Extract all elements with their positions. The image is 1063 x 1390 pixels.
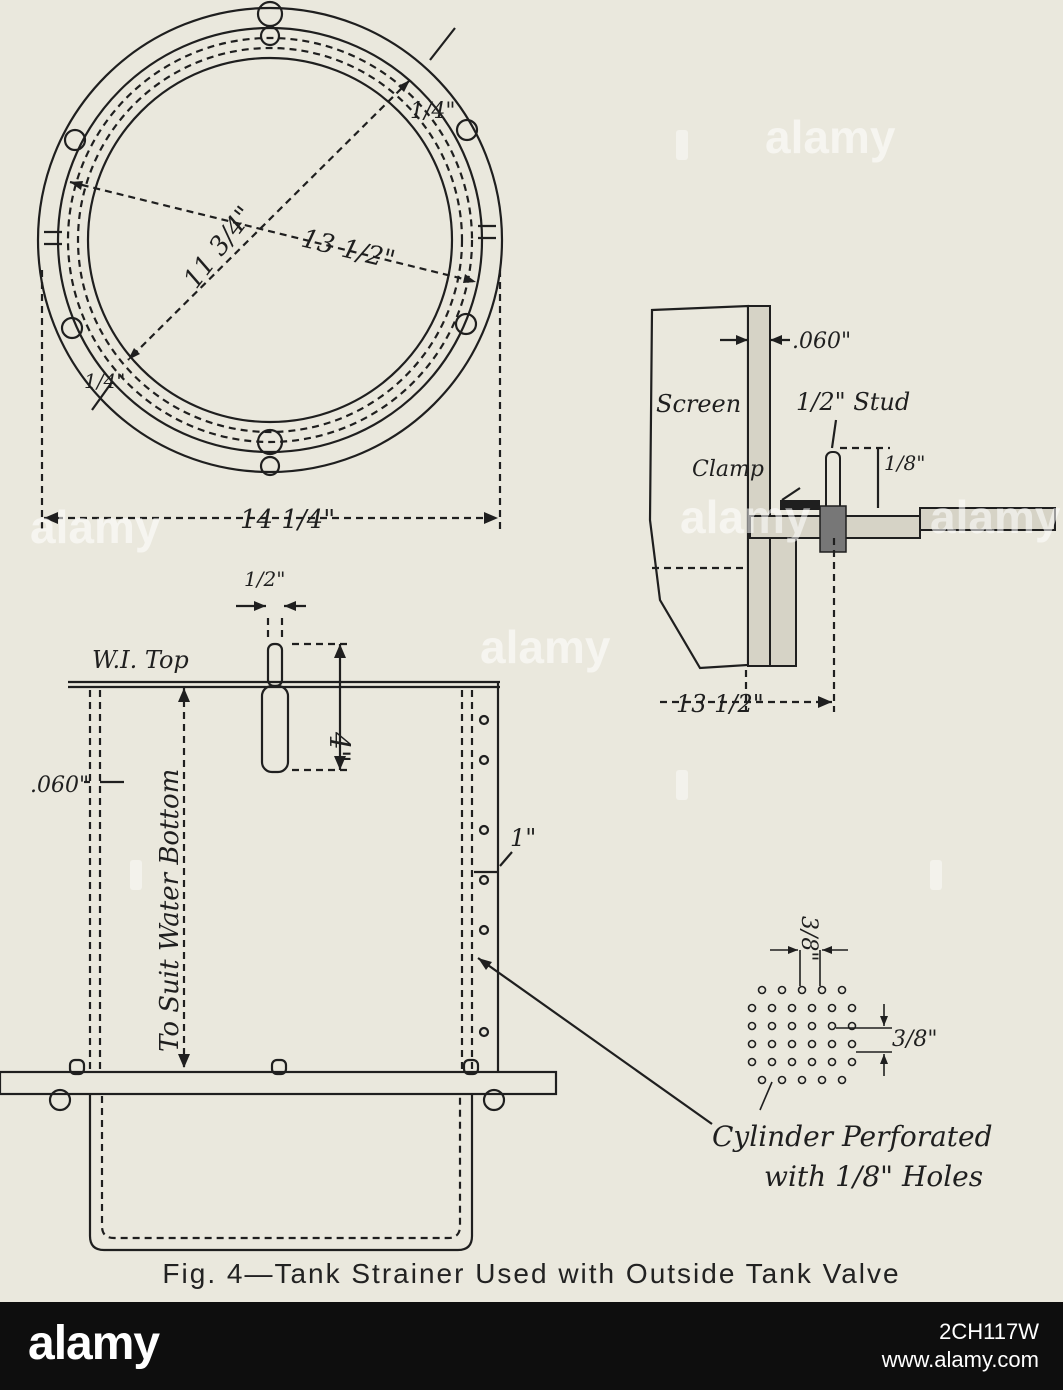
screen-wall — [747, 305, 771, 667]
screen-inner-outline — [76, 46, 464, 434]
pitch-v-label: 3/8" — [892, 1027, 938, 1052]
lug-height-label: 4" — [323, 731, 356, 763]
footer-id: 2CH117W www.alamy.com — [882, 1318, 1039, 1374]
tank-bottom-plate — [919, 507, 1056, 531]
wi-top-label: W.I. Top — [92, 646, 189, 674]
bore-circle — [86, 56, 454, 424]
section-detail — [648, 304, 1056, 712]
watermark-mark — [676, 770, 688, 800]
watermark-mark — [676, 130, 688, 160]
elevation-view — [0, 601, 713, 1252]
watermark-text: alamy — [930, 491, 1061, 543]
perforation-label-line2: with 1/8" Holes — [764, 1160, 983, 1193]
stud-width-label: 1/2" — [244, 567, 285, 591]
stud — [825, 451, 841, 515]
engineering-drawing: 1/4" 1/4" 11 3/4" 13 1/2" 14 1/4" .060" … — [0, 0, 1056, 1252]
watermark-mark — [930, 860, 942, 890]
screen-diameter-label: 13 1/2" — [298, 224, 398, 276]
watermark-text: alamy — [765, 111, 896, 163]
section-detail-labels: .060" Screen 1/2" Stud Clamp 1/8" 13 1/2… — [656, 329, 925, 718]
hanger-lug — [260, 684, 290, 774]
radius-label: 13 1/2" — [676, 690, 764, 718]
wall-thickness-elev-label: .060" — [30, 773, 89, 798]
screen-basket — [88, 1094, 474, 1252]
pitch-h-label: 3/8" — [796, 916, 821, 962]
perforation-holes — [478, 714, 490, 1038]
stock-footer: alamy 2CH117W www.alamy.com — [0, 1302, 1063, 1390]
flange-gap-label: 1" — [510, 824, 536, 852]
tank-wall-break — [648, 304, 750, 670]
perforation-detail — [747, 946, 892, 1111]
footer-logo: alamy — [28, 1317, 160, 1370]
image-id: 2CH117W — [939, 1319, 1039, 1344]
bolt-lugs — [44, 0, 496, 477]
inner-diameter-line — [127, 79, 411, 361]
watermark-mark — [130, 860, 142, 890]
depth-label: To Suit Water Bottom — [155, 769, 185, 1052]
perforation-label-line1: Cylinder Perforated — [712, 1120, 993, 1153]
wall-thickness-label: .060" — [792, 329, 851, 354]
outer-ring — [36, 6, 504, 474]
watermark-text: alamy — [680, 491, 811, 543]
perforation-labels: 3/8" 3/8" Cylinder Perforated with 1/8" … — [712, 916, 993, 1193]
screen-outline — [66, 36, 474, 444]
plan-view — [36, 0, 504, 530]
rim-width-lower-label: 1/4" — [84, 369, 125, 393]
plan-view-labels: 1/4" 1/4" 11 3/4" 13 1/2" 14 1/4" — [84, 99, 456, 535]
stud-height-label: 1/8" — [884, 451, 925, 475]
stud-label: 1/2" Stud — [796, 388, 910, 416]
base-flange — [0, 1070, 558, 1096]
clamp-label: Clamp — [692, 457, 764, 482]
footer-url: www.alamy.com — [881, 1347, 1039, 1372]
hole-pattern — [747, 985, 857, 1085]
watermark-text: alamy — [480, 621, 611, 673]
inner-diameter-label: 11 3/4" — [178, 201, 260, 294]
elevation-labels: 1/2" W.I. Top 4" To Suit Water Bottom .0… — [30, 567, 536, 1052]
screen-label: Screen — [656, 390, 741, 418]
rim-width-label: 1/4" — [410, 99, 456, 124]
screen-diameter-line — [69, 180, 477, 284]
figure-caption: Fig. 4—Tank Strainer Used with Outside T… — [162, 1258, 901, 1289]
watermark-text: alamy — [30, 501, 161, 553]
outer-diameter-label: 14 1/4" — [240, 505, 335, 535]
